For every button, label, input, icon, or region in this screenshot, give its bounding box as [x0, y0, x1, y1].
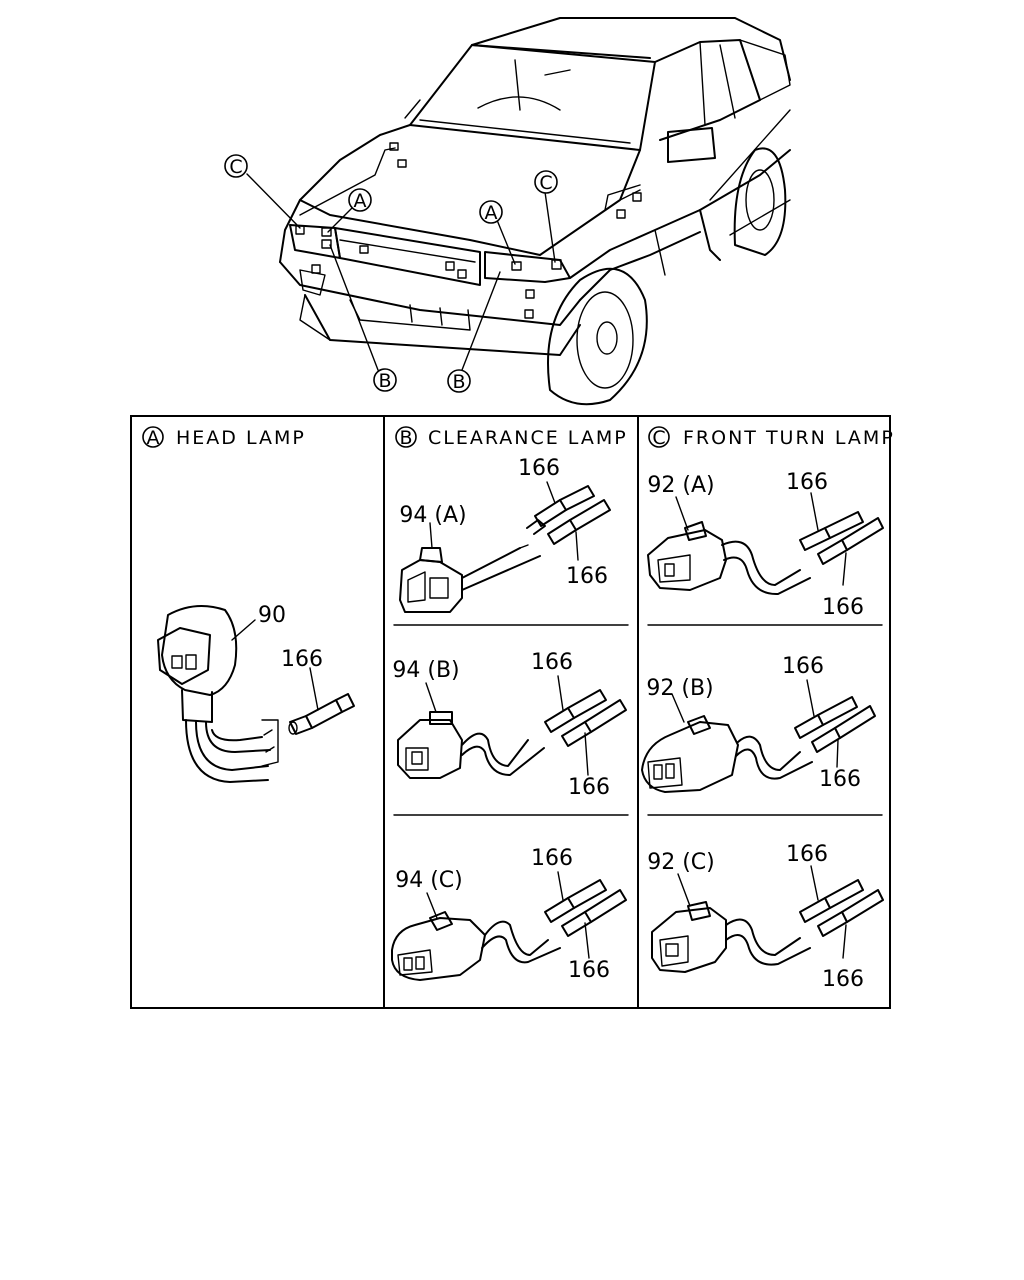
terminals-94a	[534, 485, 611, 545]
label-166-92b-1: 166	[782, 654, 824, 679]
callout-a-right	[479, 200, 503, 224]
callout-a-right-label: A	[485, 202, 498, 224]
callout-b-left	[373, 368, 397, 392]
label-166-94b-1: 166	[531, 650, 573, 675]
terminals-92a	[799, 511, 884, 565]
label-94c: 94 (C)	[395, 868, 463, 893]
label-166-head: 166	[281, 647, 323, 672]
label-94b: 94 (B)	[392, 658, 459, 683]
terminals-92b	[794, 696, 876, 753]
callout-a-left	[348, 188, 372, 212]
head-lamp-connector-90	[157, 605, 279, 783]
clearance-lamp-title: CLEARANCE LAMP	[428, 427, 628, 449]
label-166-92c-2: 166	[822, 967, 864, 992]
label-92a: 92 (A)	[647, 473, 714, 498]
head-lamp-terminal-166	[288, 693, 355, 735]
callout-c-right-label: C	[539, 172, 552, 194]
parts-table	[130, 415, 891, 1009]
vehicle-callouts: C A A C B B	[224, 154, 558, 393]
head-lamp-letter: A	[147, 427, 160, 449]
vehicle-connector-markers	[295, 142, 642, 319]
callout-a-left-label: A	[354, 190, 367, 212]
connector-92a	[647, 521, 811, 596]
front-turn-lamp-letter: C	[652, 427, 665, 449]
header-clearance-lamp: B CLEARANCE LAMP	[395, 426, 628, 449]
label-90: 90	[258, 603, 286, 628]
label-166-94c-2: 166	[568, 958, 610, 983]
front-turn-lamp-title: FRONT TURN LAMP	[683, 427, 895, 449]
callout-b-right	[447, 369, 471, 393]
header-front-turn-lamp: C FRONT TURN LAMP	[648, 426, 895, 449]
label-166-92a-1: 166	[786, 470, 828, 495]
callout-b-right-label: B	[452, 371, 465, 393]
label-166-94a-1: 166	[518, 456, 560, 481]
clearance-lamp-letter: B	[399, 427, 412, 449]
callout-c-left	[224, 154, 248, 178]
terminals-94c	[544, 879, 627, 937]
connector-94c	[391, 911, 561, 981]
connector-92c	[651, 901, 811, 973]
label-92b: 92 (B)	[646, 676, 713, 701]
callout-c-left-label: C	[229, 156, 242, 178]
label-166-92a-2: 166	[822, 595, 864, 620]
label-166-92c-1: 166	[786, 842, 828, 867]
connector-92b	[641, 715, 813, 793]
connector-94b	[397, 711, 545, 779]
callout-c-right	[534, 170, 558, 194]
terminals-92c	[799, 879, 884, 937]
callout-b-left-label: B	[378, 370, 391, 392]
head-lamp-title: HEAD LAMP	[176, 427, 306, 449]
label-166-92b-2: 166	[819, 767, 861, 792]
label-92c: 92 (C)	[647, 850, 715, 875]
label-94a: 94 (A)	[399, 503, 466, 528]
connector-94a	[399, 519, 546, 613]
label-166-94a-2: 166	[566, 564, 608, 589]
vehicle-illustration	[279, 17, 791, 406]
label-166-94c-1: 166	[531, 846, 573, 871]
terminals-94b	[544, 689, 627, 747]
label-166-94b-2: 166	[568, 775, 610, 800]
header-head-lamp: A HEAD LAMP	[142, 426, 306, 449]
